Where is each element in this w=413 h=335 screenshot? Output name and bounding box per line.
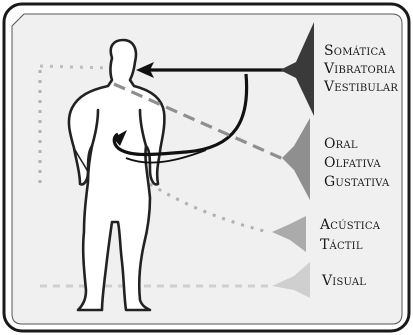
label-gustativa: Gustativa bbox=[324, 173, 389, 191]
label-olfativa: Olfativa bbox=[324, 154, 381, 172]
label-somatica: Somática bbox=[324, 42, 386, 60]
label-acustica: Acústica bbox=[320, 216, 380, 234]
label-oral: Oral bbox=[324, 135, 358, 153]
label-vestibular: Vestibular bbox=[324, 78, 398, 96]
label-tactil: Táctil bbox=[320, 236, 363, 254]
label-visual: Visual bbox=[322, 272, 366, 290]
label-vibratoria: Vibratoria bbox=[324, 60, 395, 78]
